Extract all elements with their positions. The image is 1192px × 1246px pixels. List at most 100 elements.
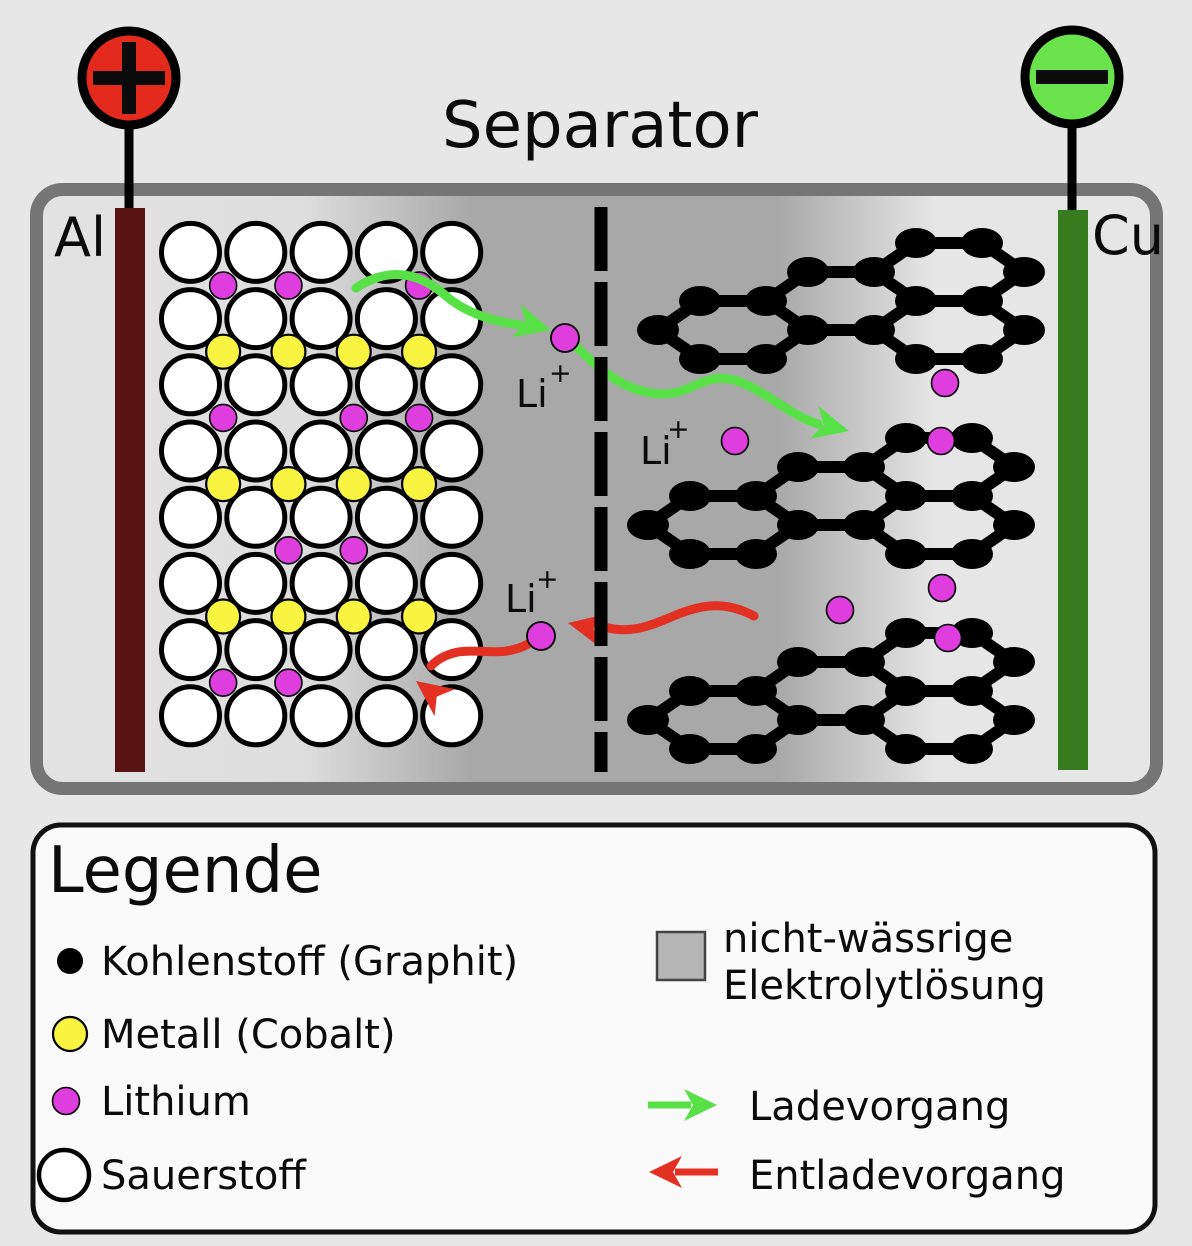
lithium-ion-in-transit — [550, 323, 580, 353]
oxygen-atom — [159, 419, 222, 483]
lithium-ion-free — [930, 368, 960, 398]
svg-text:Li: Li — [516, 372, 548, 416]
oxygen-atom — [159, 485, 222, 549]
oxygen-atom — [159, 287, 222, 351]
lithium-atom — [274, 535, 303, 565]
oxygen-atom — [159, 684, 222, 748]
oxygen-atom — [420, 485, 484, 549]
charge-arrow-cathode-segment — [351, 270, 556, 347]
lithium-ion-free — [825, 595, 855, 625]
discharge-arrow-icon — [649, 1156, 718, 1188]
oxygen-atom — [354, 618, 418, 682]
negative-terminal — [1020, 25, 1124, 214]
lithium-atom — [339, 403, 369, 433]
svg-text:Li: Li — [640, 429, 672, 473]
svg-text:Li: Li — [505, 577, 537, 621]
oxygen-atom — [159, 220, 222, 284]
oxygen-atom — [354, 353, 418, 417]
oxygen-atom — [354, 287, 418, 351]
oxygen-atom — [354, 220, 418, 284]
oxygen-swatch-icon — [36, 1147, 92, 1203]
cobalt-atom — [270, 466, 307, 503]
oxygen-atom — [420, 684, 484, 748]
oxygen-atom — [159, 551, 222, 615]
oxygen-atom — [420, 551, 484, 615]
cobalt-atom — [400, 466, 438, 503]
charge-arrow-icon — [648, 1089, 717, 1121]
legend-title: Legende — [48, 834, 322, 908]
discharge-arrow-cathode-segment — [405, 639, 533, 717]
legend-panel: Legende Kohlenstoff (Graphit) Metall (Co… — [30, 822, 1158, 1235]
cobalt-atom — [270, 598, 307, 635]
lithium-ion-intercalated — [933, 623, 963, 653]
lithium-ions — [526, 323, 963, 653]
oxygen-atom — [289, 287, 353, 351]
oxygen-atom — [224, 419, 288, 483]
oxygen-atom — [420, 419, 484, 483]
cobalt-atom — [270, 333, 307, 370]
oxygen-atom — [289, 419, 353, 483]
cobalt-atom — [400, 333, 438, 370]
electrolyte-swatch-icon — [655, 930, 707, 982]
lithium-atom — [274, 271, 303, 300]
legend-item-oxygen: Sauerstoff — [101, 1153, 307, 1199]
legend-item-discharge: Entladevorgang — [749, 1153, 1065, 1199]
oxygen-atom — [289, 485, 353, 549]
legend-item-cobalt: Metall (Cobalt) — [101, 1012, 396, 1058]
cobalt-atom — [335, 598, 372, 635]
carbon-swatch-icon — [57, 948, 83, 974]
legend-item-lithium: Lithium — [101, 1079, 251, 1125]
cobalt-atom — [400, 598, 438, 635]
copper-electrode — [1058, 210, 1088, 770]
legend-item-charge: Ladevorgang — [749, 1084, 1010, 1130]
oxygen-atom — [289, 220, 353, 284]
oxygen-atom — [159, 618, 222, 682]
oxygen-atom — [224, 618, 288, 682]
electrolyte-label-line2: Elektrolytlösung — [723, 963, 1046, 1009]
charge-arrow-anode-segment — [573, 343, 854, 448]
al-label: Al — [54, 206, 106, 269]
lithium-atom — [208, 403, 238, 433]
oxygen-atom — [224, 353, 288, 417]
oxygen-atom — [289, 684, 353, 748]
svg-text:+: + — [549, 358, 572, 389]
svg-text:+: + — [536, 564, 559, 595]
oxygen-atom — [420, 353, 484, 417]
oxygen-atom — [289, 551, 353, 615]
ion-label-3: Li + — [505, 564, 559, 621]
cobalt-lithium-dots — [205, 271, 438, 698]
legend-item-carbon: Kohlenstoff (Graphit) — [101, 939, 518, 985]
ion-label-1: Li + — [516, 358, 572, 416]
cobalt-atom — [205, 598, 242, 635]
cobalt-atom — [335, 333, 372, 370]
minus-icon — [1036, 70, 1108, 84]
lithium-atom — [274, 668, 303, 698]
oxygen-atom — [354, 419, 418, 483]
lithium-atom — [339, 535, 369, 565]
lithium-ion-intercalated — [926, 426, 956, 456]
oxygen-atom — [354, 551, 418, 615]
oxygen-atom — [289, 618, 353, 682]
lithium-atom — [208, 271, 238, 300]
oxygen-atom — [159, 353, 222, 417]
lithium-atom — [208, 668, 238, 698]
separator-title: Separator — [442, 89, 759, 163]
cu-label: Cu — [1092, 204, 1164, 267]
oxygen-atom — [224, 287, 288, 351]
cobalt-atom — [335, 466, 372, 503]
oxygen-atom — [354, 485, 418, 549]
oxygen-atom — [224, 485, 288, 549]
electrolyte-label-line1: nicht-wässrige — [723, 916, 1013, 962]
cobalt-swatch-icon — [51, 1015, 89, 1053]
positive-terminal — [77, 26, 181, 214]
oxygen-atom — [289, 353, 353, 417]
lithium-swatch-icon — [51, 1086, 81, 1116]
lithium-ion-free — [720, 426, 750, 456]
oxygen-atom — [224, 551, 288, 615]
ion-label-2: Li + — [640, 414, 690, 473]
lithium-atom — [404, 403, 434, 433]
lithium-ion-in-transit — [526, 621, 556, 651]
oxygen-atom — [420, 220, 484, 284]
